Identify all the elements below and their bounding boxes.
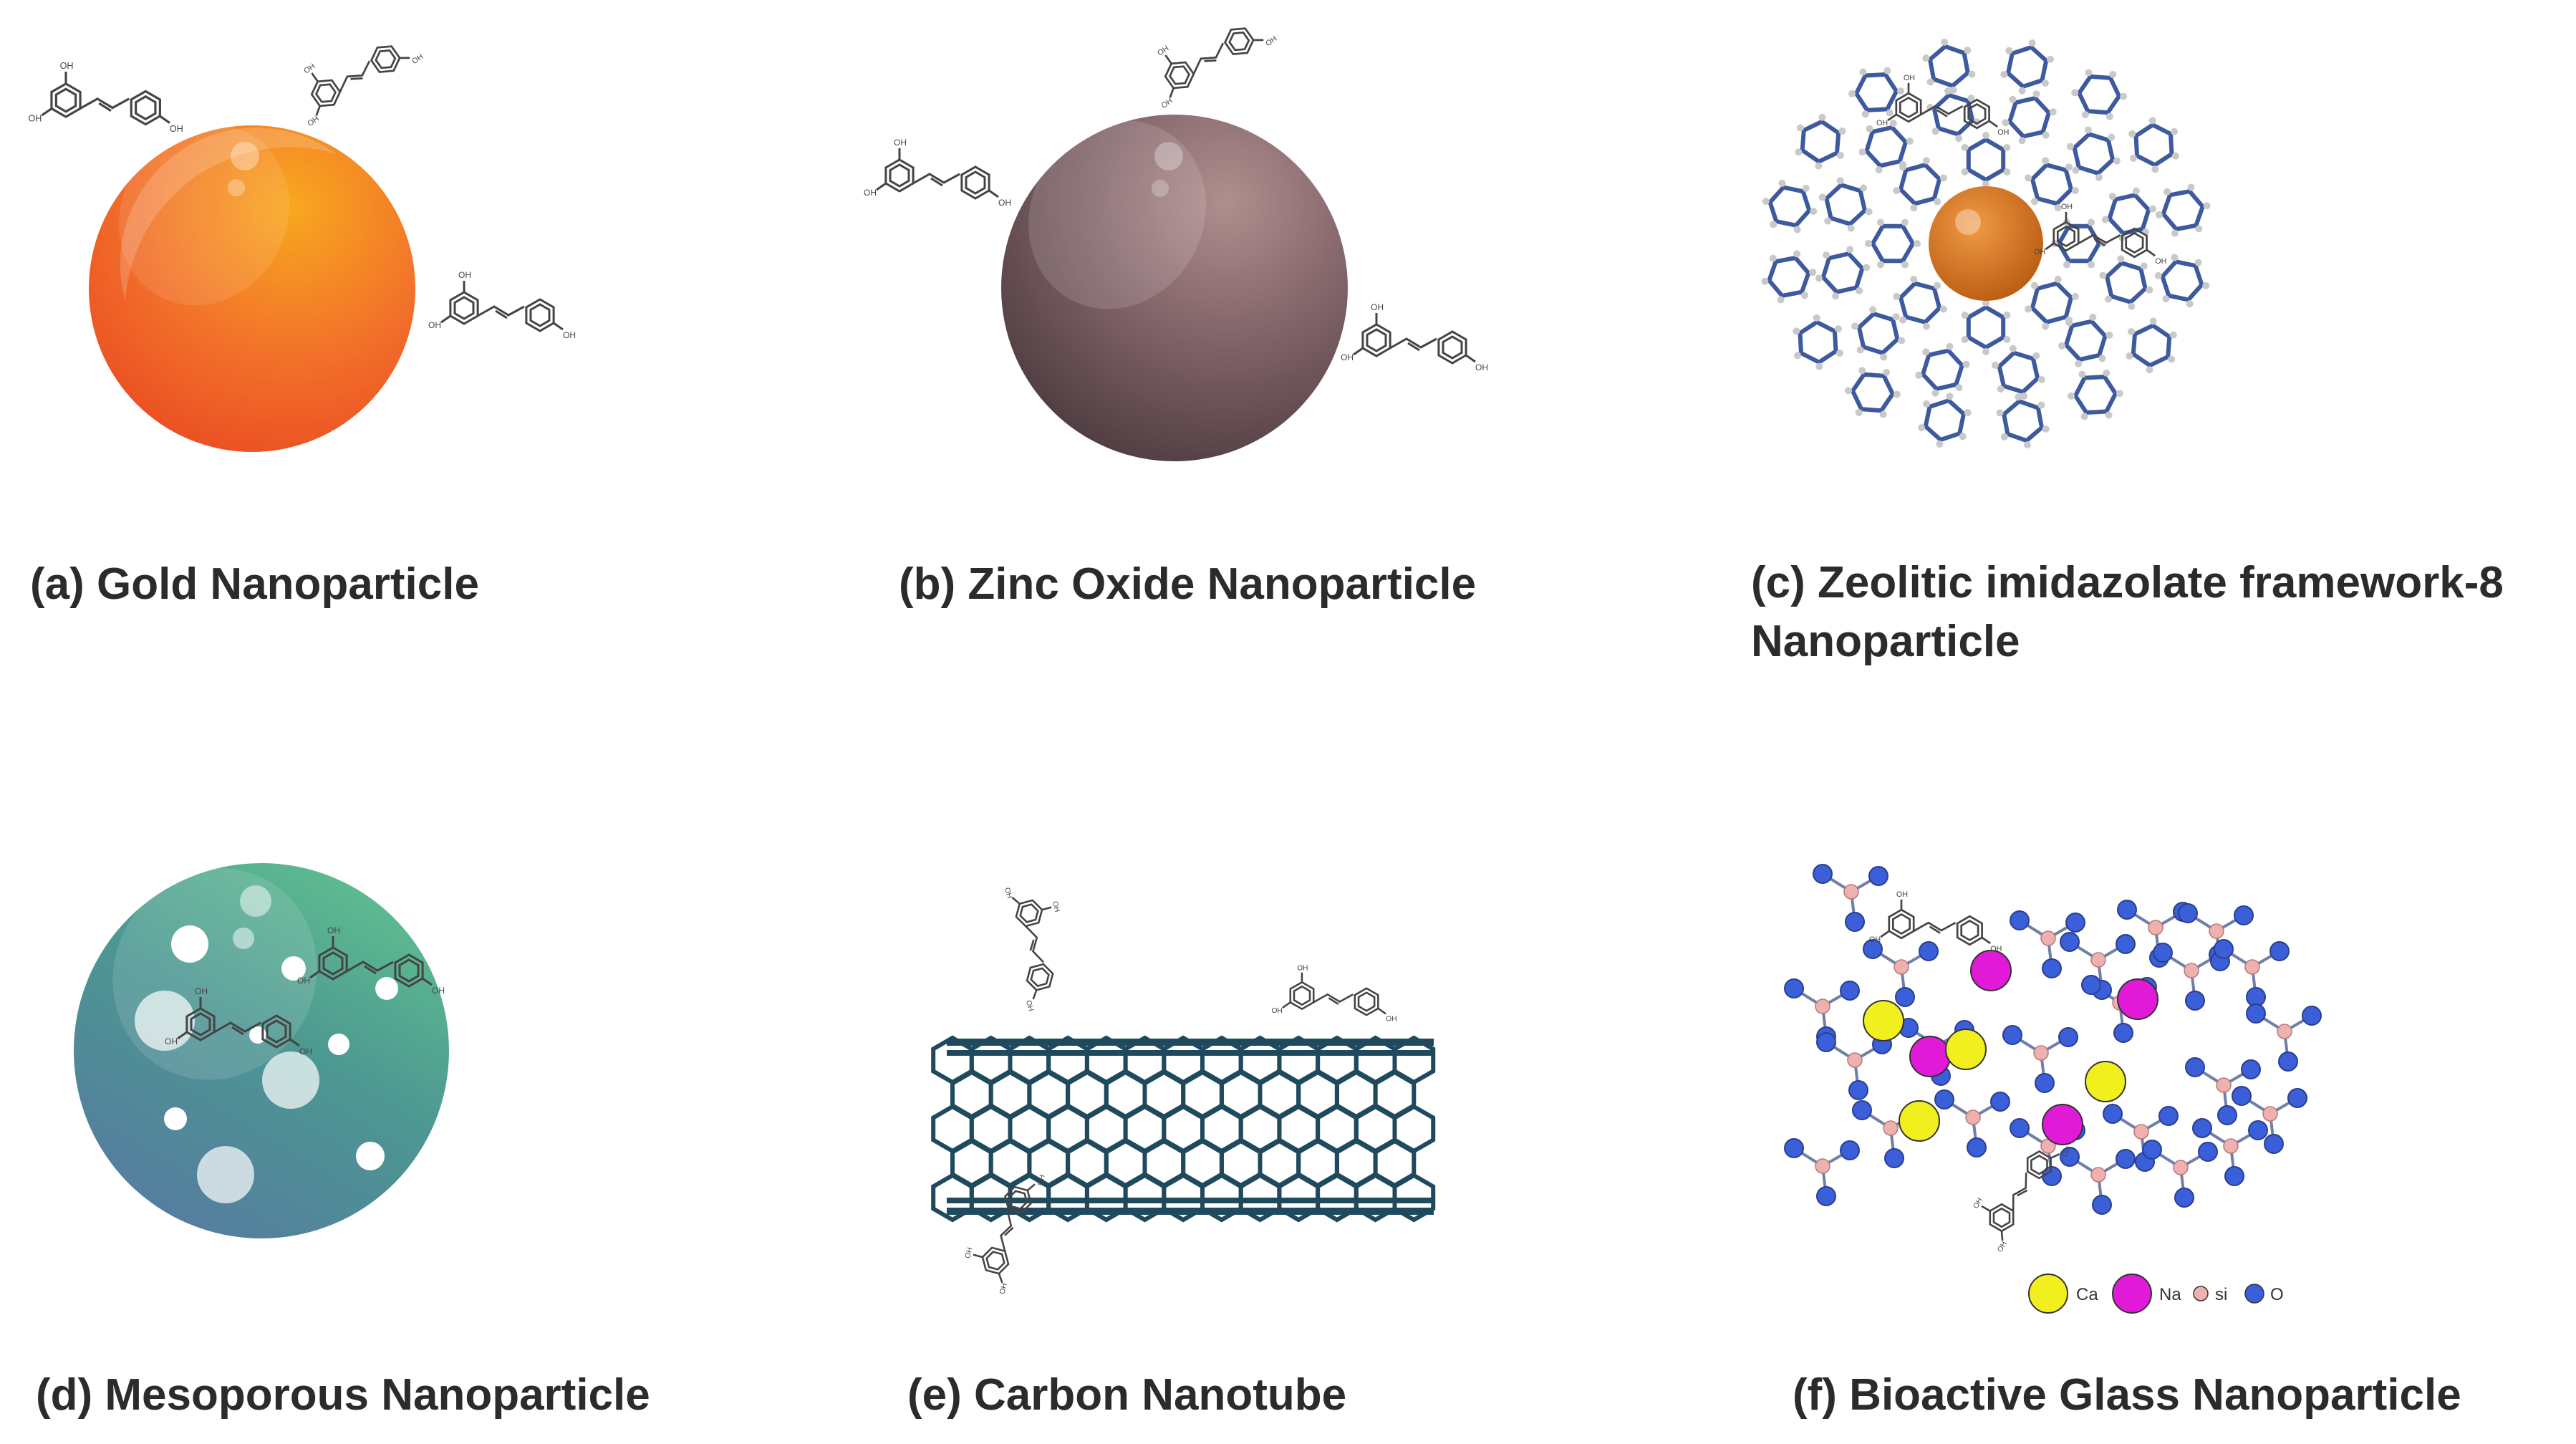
svg-text:OH: OH [410, 52, 425, 66]
svg-text:OH: OH [864, 188, 877, 198]
resveratrol-molecule: OH OH OH [302, 45, 425, 128]
svg-text:OH: OH [306, 115, 320, 128]
legend-ca-swatch [2028, 1274, 2068, 1314]
resveratrol-molecule: OH OH OH [964, 1174, 1047, 1295]
legend-ca-label: Ca [2076, 1285, 2098, 1304]
legend-o-label: O [2270, 1285, 2284, 1304]
svg-text:OH: OH [964, 1246, 975, 1259]
zinc-oxide-nanoparticle [1001, 115, 1348, 461]
svg-text:OH: OH [1475, 362, 1488, 372]
caption-zif8-line2: Nanoparticle [1751, 617, 2020, 666]
svg-text:OH: OH [297, 976, 310, 986]
svg-text:OH: OH [1024, 999, 1035, 1012]
svg-text:OH: OH [2155, 257, 2166, 266]
caption-zif8-line1: (c) Zeolitic imidazolate framework-8 [1751, 558, 2504, 607]
caption-gold: (a) Gold Nanoparticle [30, 559, 479, 609]
svg-text:OH: OH [2061, 203, 2073, 211]
svg-text:OH: OH [1272, 1007, 1283, 1015]
resveratrol-molecule: OH OH OH [1003, 887, 1061, 1012]
resveratrol-molecule: OH OH OH [29, 61, 183, 134]
svg-text:OH: OH [1371, 302, 1384, 312]
resveratrol-molecule: OH OH OH [1869, 890, 2002, 953]
mesoporous-nanoparticle [74, 863, 449, 1238]
legend-na-swatch [2112, 1274, 2152, 1314]
svg-text:OH: OH [1159, 97, 1174, 110]
caption-carbon-nanotube: (e) Carbon Nanotube [907, 1370, 1347, 1420]
caption-mesoporous: (d) Mesoporous Nanoparticle [36, 1370, 650, 1420]
svg-text:OH: OH [1036, 1174, 1047, 1187]
legend-si-swatch [2193, 1286, 2209, 1301]
svg-text:OH: OH [1996, 1240, 2008, 1253]
caption-zinc-oxide: (b) Zinc Oxide Nanoparticle [899, 559, 1477, 609]
legend-o-swatch [2244, 1284, 2264, 1304]
svg-text:OH: OH [1386, 1016, 1396, 1024]
zif8-framework [1761, 38, 2211, 449]
svg-text:OH: OH [165, 1036, 178, 1046]
resveratrol-molecule: OH OH OH [2034, 203, 2166, 266]
svg-text:OH: OH [1997, 128, 2009, 137]
svg-text:OH: OH [1051, 900, 1061, 913]
svg-text:OH: OH [563, 330, 576, 340]
svg-text:OH: OH [998, 198, 1011, 208]
svg-text:OH: OH [29, 113, 42, 123]
svg-text:OH: OH [170, 124, 183, 134]
svg-text:OH: OH [327, 925, 340, 935]
caption-bioactive-glass: (f) Bioactive Glass Nanoparticle [1793, 1370, 2461, 1420]
svg-text:OH: OH [1156, 44, 1170, 57]
svg-text:OH: OH [299, 1046, 312, 1056]
zif8-core [1929, 186, 2043, 301]
svg-text:OH: OH [458, 270, 471, 280]
bioactive-glass-network [1784, 864, 2322, 1215]
svg-text:OH: OH [1876, 119, 1888, 127]
resveratrol-molecule: OH OH OH [1876, 74, 2009, 137]
gold-nanoparticle [89, 124, 415, 452]
resveratrol-molecule: OH OH OH [1272, 964, 1397, 1023]
svg-text:OH: OH [1003, 887, 1013, 900]
svg-text:OH: OH [302, 62, 317, 75]
resveratrol-molecule: OH OH OH [428, 270, 576, 340]
carbon-nanotube [931, 1035, 1436, 1223]
svg-text:OH: OH [1972, 1197, 1984, 1210]
svg-text:OH: OH [1869, 935, 1881, 944]
svg-text:OH: OH [428, 320, 441, 330]
resveratrol-molecule: OH OH OH [1156, 27, 1278, 110]
svg-text:OH: OH [60, 61, 74, 71]
resveratrol-molecule: OH OH OH [1341, 302, 1488, 372]
svg-text:OH: OH [195, 986, 208, 996]
svg-text:OH: OH [1896, 890, 1908, 899]
svg-text:OH: OH [894, 138, 907, 148]
legend-si-label: si [2215, 1285, 2227, 1304]
svg-text:OH: OH [1264, 34, 1278, 48]
svg-text:OH: OH [1990, 945, 2002, 953]
resveratrol-molecules: OHOHOHOHOHOHOHOHOHOHOHOHOHOHOHOHOHOHOHOH… [29, 27, 2166, 1295]
svg-text:OH: OH [1297, 964, 1308, 972]
svg-text:OH: OH [1341, 352, 1354, 362]
svg-text:OH: OH [998, 1282, 1009, 1295]
caption-zif8: (c) Zeolitic imidazolate framework-8 Nan… [1751, 554, 2504, 671]
resveratrol-molecule: OH OH OH [864, 138, 1011, 208]
legend-na-label: Na [2159, 1285, 2181, 1304]
resveratrol-molecule: OH OH OH [297, 925, 445, 996]
pores [135, 885, 398, 1203]
resveratrol-molecule: OH OH OH [165, 986, 312, 1056]
svg-text:OH: OH [2034, 248, 2045, 256]
legend: Ca Na si O [2028, 1274, 2284, 1314]
svg-text:OH: OH [1904, 74, 1915, 82]
svg-text:OH: OH [432, 986, 445, 996]
